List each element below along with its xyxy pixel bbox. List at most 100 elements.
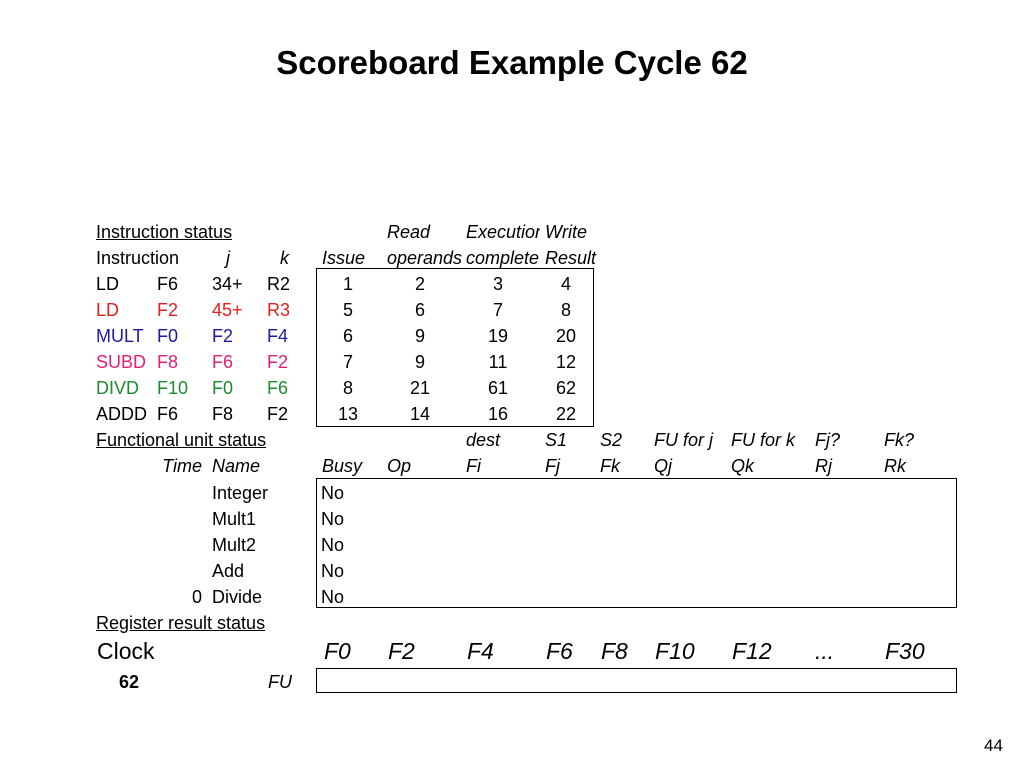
- register-ellipsis: ...: [815, 638, 835, 664]
- instr-k: F6: [267, 378, 289, 398]
- header-execution: Execution: [466, 222, 540, 242]
- register-f8: F8: [601, 638, 628, 664]
- instr-read: 6: [414, 300, 425, 320]
- instr-issue: 6: [342, 326, 353, 346]
- instr-k: R3: [267, 300, 291, 320]
- fu-header-name: Name: [212, 456, 261, 476]
- instr-read: 14: [409, 404, 431, 424]
- instr-dest: F2: [157, 300, 179, 320]
- fu-header-fi: Fi: [466, 456, 481, 476]
- fu-header-s1: S1: [545, 430, 568, 450]
- instruction-status-box: [316, 268, 594, 427]
- functional-unit-status-box: [316, 478, 957, 608]
- instr-dest: F10: [157, 378, 189, 398]
- fu-header-qj: Qj: [654, 456, 672, 476]
- register-f4: F4: [467, 638, 494, 664]
- fu-name: Mult2: [212, 535, 257, 555]
- instr-k: F2: [267, 352, 289, 372]
- instr-read: 2: [414, 274, 425, 294]
- fu-busy: No: [321, 535, 345, 555]
- instr-write: 62: [555, 378, 577, 398]
- page-number: 44: [984, 736, 1003, 755]
- fu-name: Mult1: [212, 509, 257, 529]
- instr-k: R2: [267, 274, 291, 294]
- instr-write: 22: [555, 404, 577, 424]
- instr-op: LD: [96, 300, 120, 320]
- instr-op: ADDD: [96, 404, 148, 424]
- register-f0: F0: [324, 638, 351, 664]
- instr-exec: 61: [487, 378, 509, 398]
- instr-read: 9: [414, 352, 425, 372]
- instr-read: 21: [409, 378, 431, 398]
- instr-op: DIVD: [96, 378, 140, 398]
- header-j: j: [226, 248, 230, 268]
- instr-op: MULT: [96, 326, 144, 346]
- register-f12: F12: [732, 638, 772, 664]
- instr-exec: 16: [487, 404, 509, 424]
- fu-header-fj: Fj?: [815, 430, 841, 450]
- instr-exec: 7: [492, 300, 503, 320]
- instr-issue: 13: [337, 404, 359, 424]
- instr-dest: F6: [157, 274, 179, 294]
- fu-header-op: Op: [387, 456, 412, 476]
- fu-header-fk: Fk?: [884, 430, 915, 450]
- register-f30: F30: [885, 638, 925, 664]
- register-f10: F10: [655, 638, 695, 664]
- instr-j: F0: [212, 378, 234, 398]
- instruction-status-label: Instruction status: [96, 222, 233, 242]
- header-result: Result: [545, 248, 597, 268]
- fu-name: Add: [212, 561, 245, 581]
- instr-k: F4: [267, 326, 289, 346]
- fu-busy: No: [321, 509, 345, 529]
- header-complete: complete: [466, 248, 540, 268]
- register-result-box: [316, 668, 957, 693]
- fu-name: Divide: [212, 587, 263, 607]
- clock-label: Clock: [97, 638, 155, 664]
- fu-header-fj-col: Fj: [545, 456, 560, 476]
- fu-busy: No: [321, 561, 345, 581]
- instr-write: 8: [560, 300, 571, 320]
- fu-header-time: Time: [162, 456, 202, 476]
- fu-header-fk-col: Fk: [600, 456, 620, 476]
- functional-unit-status-label: Functional unit status: [96, 430, 267, 450]
- instr-issue: 8: [342, 378, 353, 398]
- fu-header-rj: Rj: [815, 456, 832, 476]
- register-f6: F6: [546, 638, 573, 664]
- slide-title: Scoreboard Example Cycle 62: [276, 44, 748, 81]
- fu-header-qk: Qk: [731, 456, 755, 476]
- instr-write: 12: [555, 352, 577, 372]
- instr-exec: 19: [487, 326, 509, 346]
- instr-j: 34+: [212, 274, 243, 294]
- instr-dest: F0: [157, 326, 179, 346]
- clock-value: 62: [119, 672, 140, 692]
- instr-dest: F6: [157, 404, 179, 424]
- fu-name: Integer: [212, 483, 269, 503]
- fu-header-busy: Busy: [322, 456, 363, 476]
- fu-time: 0: [191, 587, 202, 607]
- instr-dest: F8: [157, 352, 179, 372]
- header-instruction: Instruction: [96, 248, 180, 268]
- header-operands: operands: [387, 248, 463, 268]
- instr-write: 4: [560, 274, 571, 294]
- instr-j: F2: [212, 326, 234, 346]
- fu-row-label: FU: [268, 672, 292, 692]
- instr-op: LD: [96, 274, 120, 294]
- instr-exec: 11: [488, 352, 508, 372]
- fu-busy: No: [321, 587, 345, 607]
- header-k: k: [280, 248, 289, 268]
- instr-j: F6: [212, 352, 234, 372]
- instr-j: F8: [212, 404, 234, 424]
- fu-header-s2: S2: [600, 430, 623, 450]
- instr-issue: 7: [342, 352, 353, 372]
- instr-write: 20: [555, 326, 577, 346]
- instr-read: 9: [414, 326, 425, 346]
- instr-issue: 1: [342, 274, 353, 294]
- register-f2: F2: [388, 638, 415, 664]
- header-write: Write: [545, 222, 587, 242]
- register-result-status-label: Register result status: [96, 613, 266, 633]
- instr-k: F2: [267, 404, 289, 424]
- fu-busy: No: [321, 483, 345, 503]
- instr-exec: 3: [492, 274, 503, 294]
- fu-header-dest: dest: [466, 430, 501, 450]
- header-issue: Issue: [322, 248, 366, 268]
